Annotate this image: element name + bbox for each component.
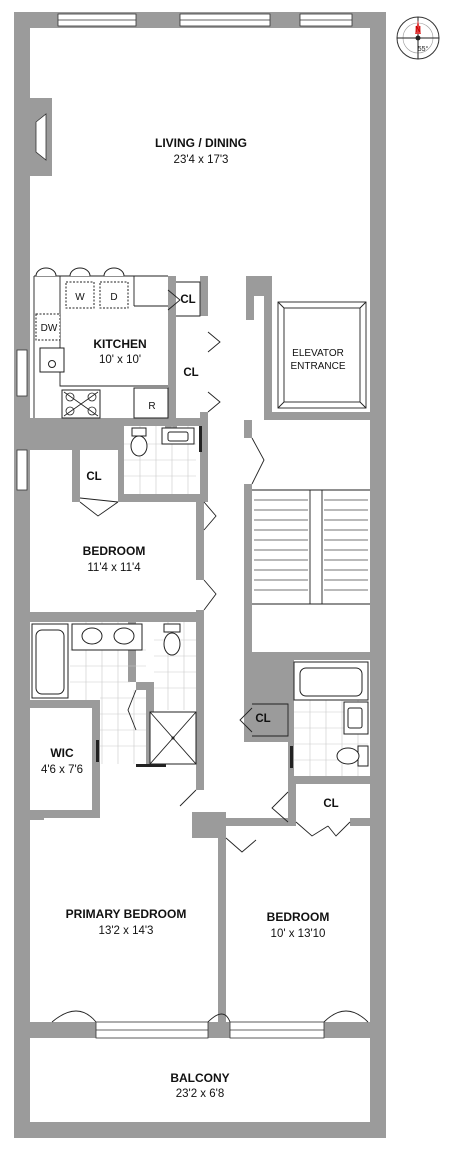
bath-3-closet (239, 703, 289, 737)
bedroom-rear-name: BEDROOM (267, 910, 330, 924)
kitchen-dims: 10' x 10' (99, 354, 141, 366)
washer-label: W (75, 292, 85, 303)
dishwasher-label: DW (41, 323, 58, 334)
kitchen-counters (33, 267, 169, 419)
balcony-doors (51, 1010, 369, 1039)
closet-label-hall: CL (183, 367, 198, 379)
bath-2-door (127, 689, 137, 731)
compass-rose-icon (396, 16, 440, 60)
side-windows (16, 349, 28, 491)
compass-north-label: N (415, 25, 421, 34)
dryer-label: D (110, 292, 117, 303)
bathroom-2 (31, 622, 197, 767)
living-dining-dims: 23'4 x 17'3 (174, 154, 229, 166)
kitchen-closet (167, 281, 201, 317)
primary-bedroom-name: PRIMARY BEDROOM (66, 907, 187, 921)
bedroom-rear-dims: 10' x 13'10 (271, 928, 326, 940)
wic-name: WIC (50, 746, 74, 760)
bedroom-front-doors (203, 501, 217, 611)
closet-label-kitchen: CL (180, 294, 195, 306)
fireplace (30, 98, 52, 176)
interior-walls (30, 276, 370, 1022)
closet-label-bath: CL (255, 713, 270, 725)
staircase (252, 489, 370, 605)
kitchen-name: KITCHEN (93, 337, 146, 351)
bedroom-rear-closet-doors (295, 821, 351, 837)
bedroom-front-dims: 11'4 x 11'4 (87, 562, 141, 574)
wic-dims: 4'6 x 7'6 (41, 764, 83, 776)
refrigerator-label: R (148, 401, 155, 412)
stair-door (251, 437, 265, 485)
elevator-name-line2: ENTRANCE (290, 361, 345, 372)
bedroom-front-name: BEDROOM (83, 544, 146, 558)
primary-bedroom-dims: 13'2 x 14'3 (99, 925, 154, 937)
compass-bearing-label: 55° (418, 45, 429, 53)
closet-label-bedroom: CL (86, 471, 101, 483)
rear-hall-doors (179, 789, 289, 853)
elevator-entrance (277, 301, 367, 409)
balcony-dims: 23'2 x 6'8 (176, 1088, 225, 1100)
elevator-name-line1: ELEVATOR (292, 348, 344, 359)
balcony-name: BALCONY (170, 1071, 229, 1085)
hall-closet-doors (207, 331, 221, 413)
top-windows (57, 13, 353, 27)
bathroom-3 (290, 661, 369, 776)
living-dining-name: LIVING / DINING (155, 136, 247, 150)
bathroom-1 (124, 426, 202, 494)
closet-label-rear-bedroom: CL (323, 798, 338, 810)
bedroom-closet (79, 497, 119, 517)
